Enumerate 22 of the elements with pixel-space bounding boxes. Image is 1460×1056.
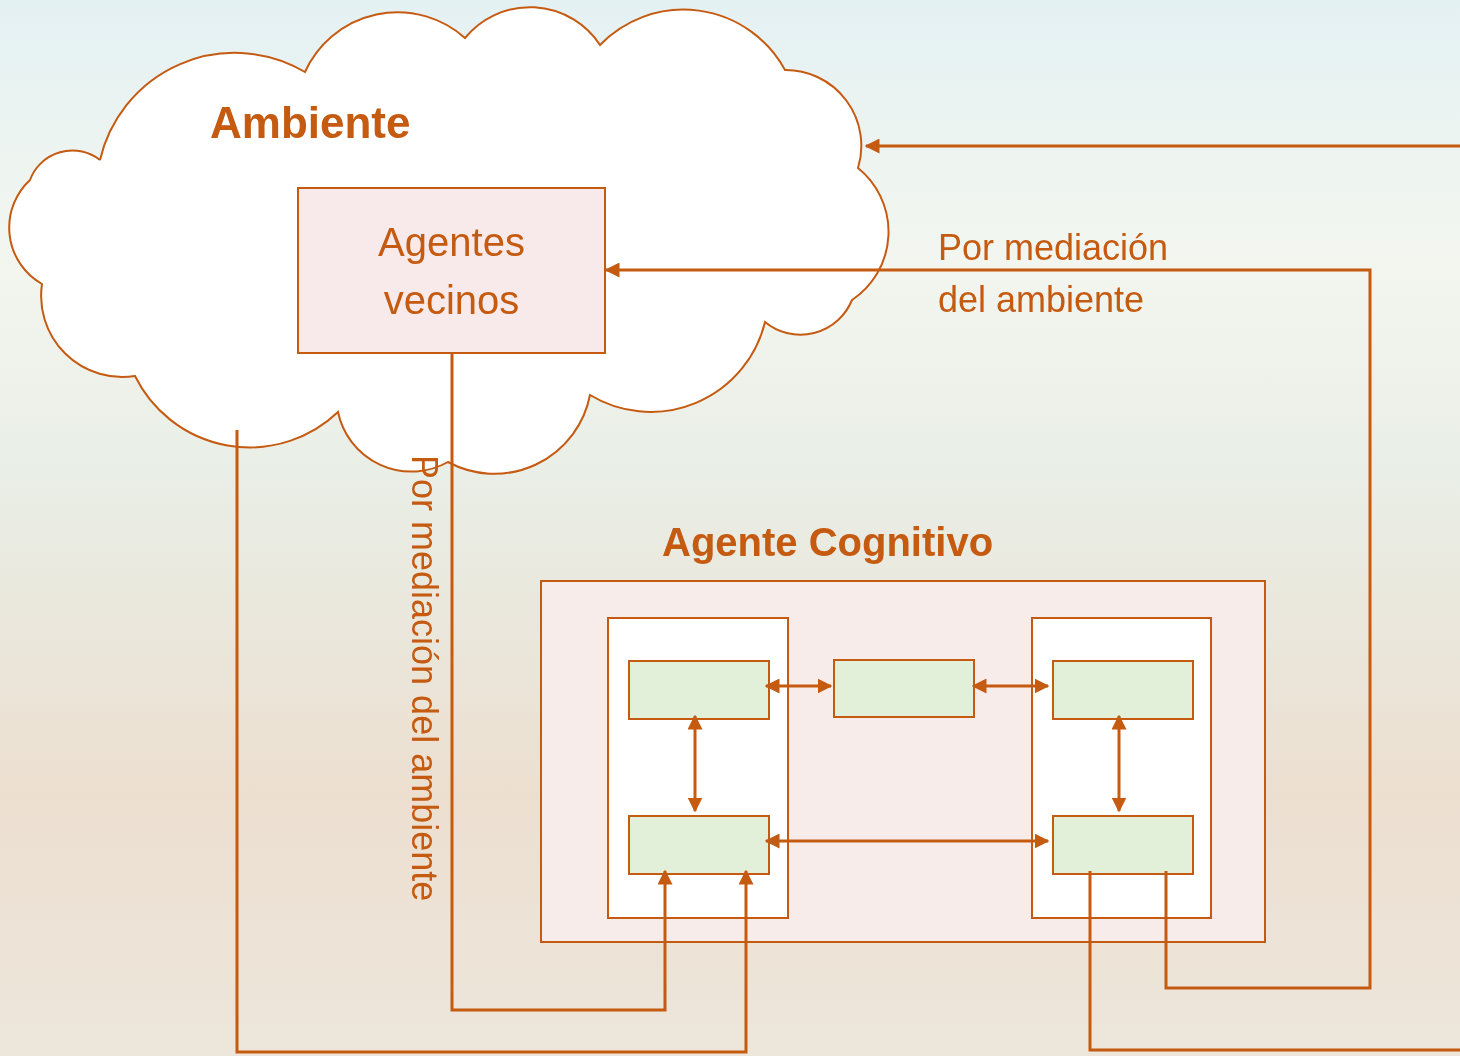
- panel-box: [1052, 660, 1194, 720]
- connector-arrow: [235, 430, 754, 1054]
- edge-label: Por mediación del ambiente: [938, 226, 1170, 323]
- connector-arrow: [864, 138, 1460, 154]
- edge-label: Por mediación del ambiente: [403, 455, 447, 902]
- panel-box: [833, 659, 975, 718]
- connector-arrow: [687, 714, 703, 813]
- panel-box: [607, 617, 789, 919]
- container-title: Agente Cognitivo: [662, 520, 994, 565]
- panel-box: [628, 815, 770, 875]
- connector-arrow: [764, 678, 833, 694]
- panel-box: [1031, 617, 1212, 919]
- connector-arrow: [1111, 714, 1127, 813]
- connector-arrow: [604, 262, 1372, 990]
- cloud-title: Ambiente: [210, 98, 411, 148]
- panel-box: [628, 660, 770, 720]
- connector-arrow: [971, 678, 1050, 694]
- agent-box: [297, 187, 606, 354]
- connector-arrow: [764, 833, 1050, 849]
- box-label: Agentes vecinos: [377, 218, 526, 324]
- connector-arrow: [450, 354, 673, 1012]
- panel-box: [1052, 815, 1194, 875]
